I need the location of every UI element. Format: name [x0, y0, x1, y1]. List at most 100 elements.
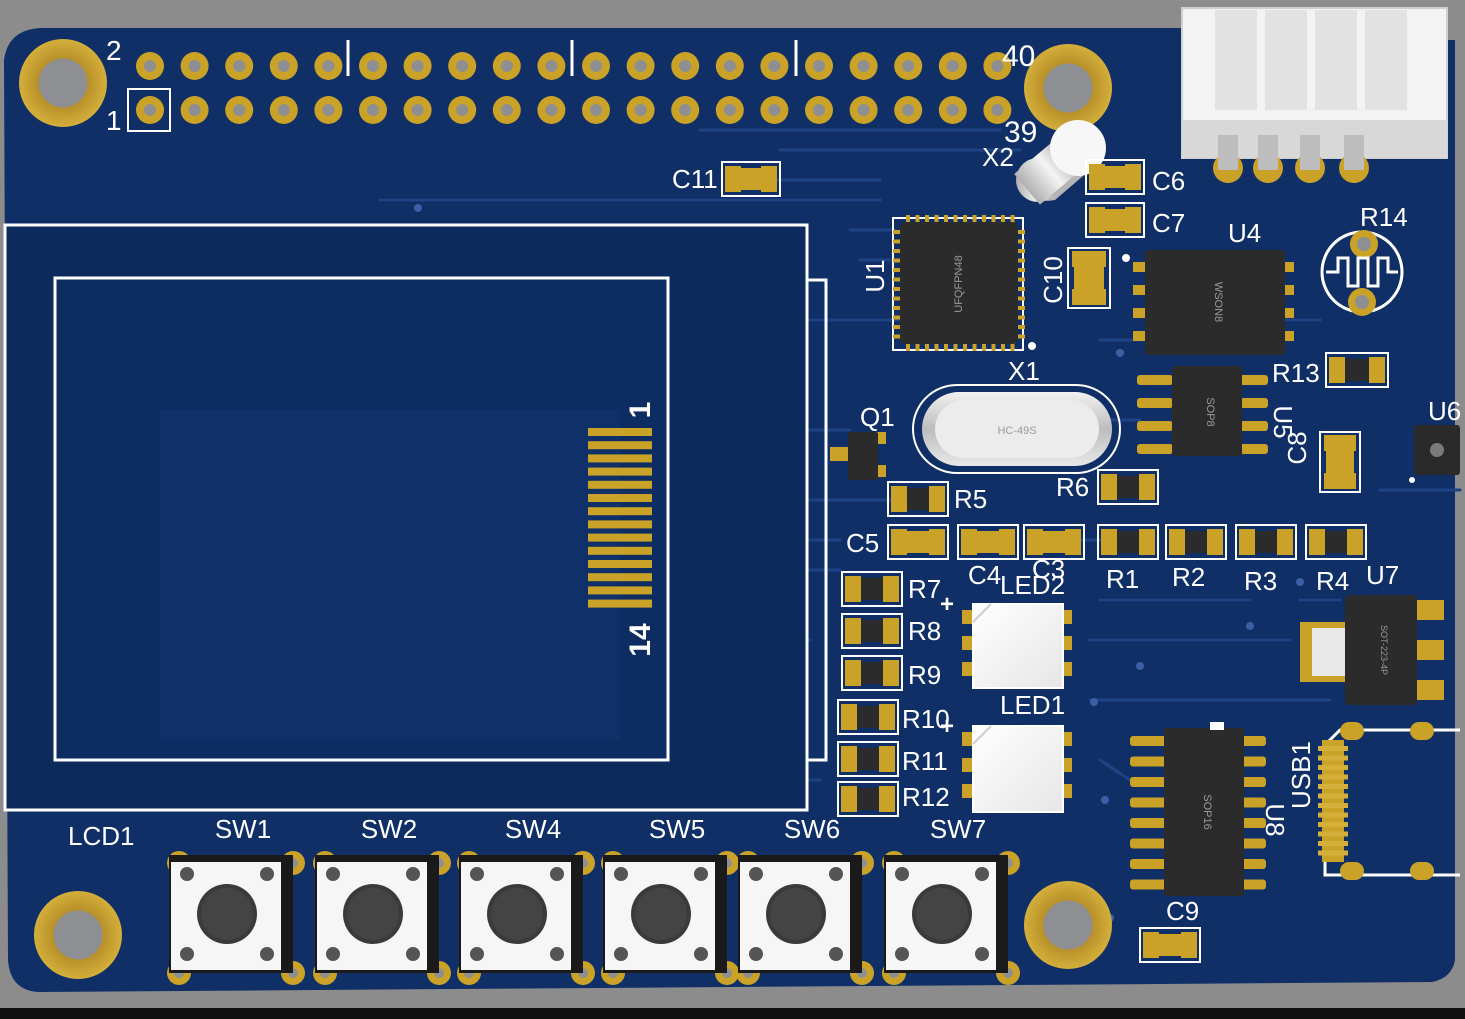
u1-package: UFQFPN48 [953, 255, 965, 312]
header-pad [715, 52, 744, 80]
c5-label: C5 [846, 528, 879, 558]
fpc-finger [588, 454, 652, 463]
q1-transistor [830, 432, 886, 480]
c9-part [1139, 927, 1201, 963]
header-pad [403, 96, 432, 124]
r1-label: R1 [1106, 564, 1139, 594]
r6-part [1097, 469, 1159, 505]
r13-label: R13 [1272, 358, 1320, 388]
header-pad [805, 52, 833, 80]
switch-sw6[interactable]: SW6 [736, 814, 874, 985]
u5-label: U5 [1268, 405, 1298, 438]
header-pad [894, 96, 923, 124]
header-pad [359, 52, 387, 80]
u8-package: SOP16 [1201, 794, 1213, 829]
header-pad [269, 96, 298, 124]
header-pad [403, 52, 432, 80]
fpc-finger [588, 586, 652, 595]
u8-label: U8 [1260, 803, 1290, 836]
r11-part [837, 741, 899, 777]
header-pad [671, 52, 700, 80]
r7-part [841, 571, 903, 607]
header-pad [359, 96, 387, 124]
switch-sw5[interactable]: SW5 [601, 814, 739, 985]
u8-chip: SOP16 [1130, 722, 1266, 896]
header-pad [582, 52, 610, 80]
c11-part [721, 161, 781, 197]
pin1-marker [127, 88, 171, 132]
r7-label: R7 [908, 574, 941, 604]
x1-crystal: HC-49S [912, 384, 1121, 474]
q1-label: Q1 [860, 402, 895, 432]
r5-part [887, 481, 949, 517]
bottom-bar [0, 1008, 1465, 1019]
fpc-finger [588, 546, 652, 555]
r8-label: R8 [908, 616, 941, 646]
r8-part [841, 613, 903, 649]
header-pad [626, 96, 655, 124]
c6-label: C6 [1152, 166, 1185, 196]
r6-label: R6 [1056, 472, 1089, 502]
u6-sensor [1409, 425, 1460, 483]
switch-label: SW1 [215, 814, 271, 844]
header-pad [849, 52, 878, 80]
fpc-finger [588, 520, 652, 529]
u1-label: U1 [860, 259, 890, 292]
fpc-finger [588, 480, 652, 489]
led1 [962, 725, 1072, 813]
lcd-module: 1 14 [3, 223, 828, 812]
header-pad [983, 52, 1012, 80]
r5-label: R5 [954, 484, 987, 514]
header-pad [314, 52, 343, 80]
header-pad [136, 96, 164, 124]
header-pin39-label: 39 [1004, 116, 1037, 149]
gpio-header [136, 52, 1012, 124]
fpc-finger [588, 573, 652, 582]
c11-label: C11 [672, 164, 718, 194]
smd-passives [721, 159, 1389, 963]
r13-part [1325, 352, 1389, 388]
mounting-holes [19, 39, 1112, 979]
x1-label: X1 [1008, 356, 1040, 386]
header-pad [448, 52, 477, 80]
header-pad [894, 52, 923, 80]
r11-label: R11 [902, 746, 948, 776]
led2-label: LED2 [1000, 570, 1065, 600]
r2-label: R2 [1172, 562, 1205, 592]
header-pin2-label: 2 [106, 35, 122, 66]
switch-sw7[interactable]: SW7 [882, 814, 1020, 985]
fpc-finger [588, 533, 652, 542]
switch-sw1[interactable]: SW1 [167, 814, 305, 985]
led1-label: LED1 [1000, 690, 1065, 720]
header-pad [537, 96, 566, 124]
r12-part [837, 781, 899, 817]
lcd-pin14-label: 14 [624, 623, 657, 657]
header-pad [180, 52, 209, 80]
header-pad [938, 96, 967, 124]
header-pad [582, 96, 610, 124]
header-pad [938, 52, 967, 80]
u5-chip: SOP8 [1137, 366, 1268, 456]
x1-package: HC-49S [997, 425, 1036, 437]
header-pad [537, 52, 566, 80]
fpc-finger [588, 599, 652, 608]
u4-label: U4 [1228, 218, 1261, 248]
u7-package: SOT-223-4P [1379, 625, 1389, 675]
led2-plus: + [940, 591, 954, 618]
c7-label: C7 [1152, 208, 1185, 238]
switch-sw4[interactable]: SW4 [457, 814, 595, 985]
header-pad [849, 96, 878, 124]
switch-sw2[interactable]: SW2 [313, 814, 451, 985]
u4-package: WSON8 [1212, 282, 1224, 322]
header-pad [760, 52, 789, 80]
c3-label: C3 [1032, 554, 1065, 584]
lcd-pin1-label: 1 [624, 402, 657, 419]
u4-chip: WSON8 [1122, 250, 1294, 355]
r9-part [841, 655, 903, 691]
r1-part [1097, 524, 1159, 560]
r14-label: R14 [1360, 202, 1408, 232]
header-pad [626, 52, 655, 80]
x2-crystal [1014, 120, 1106, 205]
u7-regulator: SOT-223-4P [1300, 595, 1444, 705]
